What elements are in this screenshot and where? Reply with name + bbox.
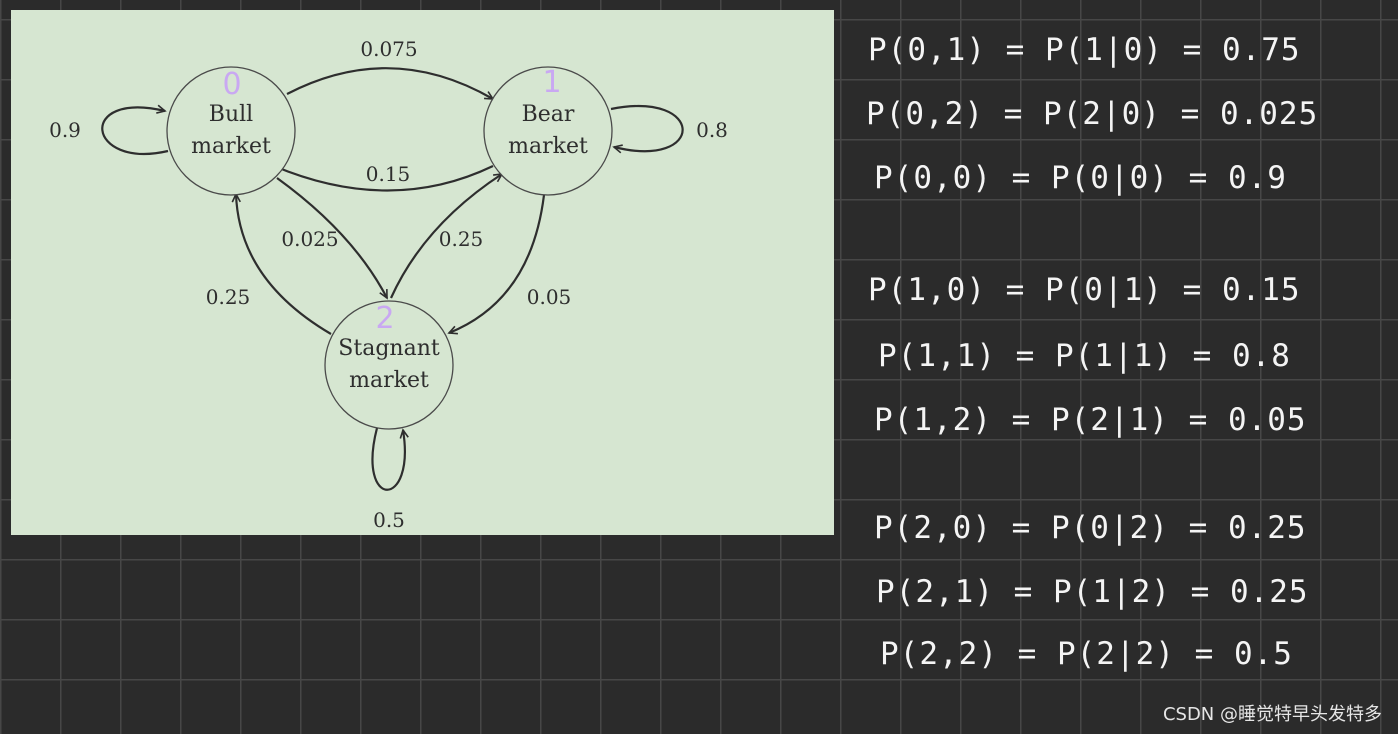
node-bull-market: Bull market 0 bbox=[166, 66, 296, 196]
note-line-p02: P(0,2) = P(2|0) = 0.025 bbox=[866, 96, 1319, 132]
note-line-p10: P(1,0) = P(0|1) = 0.15 bbox=[868, 272, 1301, 308]
node-bear-line2: market bbox=[508, 134, 588, 159]
edge-bull-to-bull bbox=[101, 104, 169, 156]
edge-stagnant-to-bull bbox=[231, 192, 332, 335]
node-stagnant-line2: market bbox=[349, 368, 429, 393]
note-line-p22: P(2,2) = P(2|2) = 0.5 bbox=[880, 636, 1293, 672]
node-bear-line1: Bear bbox=[522, 102, 575, 127]
note-line-p12: P(1,2) = P(2|1) = 0.05 bbox=[874, 402, 1307, 438]
node-bull-index: 0 bbox=[222, 67, 241, 102]
note-line-p11: P(1,1) = P(1|1) = 0.8 bbox=[878, 338, 1291, 374]
edge-label-bear-bull: 0.15 bbox=[366, 162, 411, 186]
markov-chain-diagram: Bull market 0 Bear market 1 Stagnant mar… bbox=[11, 10, 834, 535]
node-bull-line2: market bbox=[191, 134, 271, 159]
diagram-canvas: Bull market 0 Bear market 1 Stagnant mar… bbox=[49, 37, 728, 532]
node-bear-market: Bear market 1 bbox=[483, 65, 613, 196]
note-line-p01: P(0,1) = P(1|0) = 0.75 bbox=[868, 32, 1301, 68]
edge-stagnant-to-stagnant bbox=[371, 427, 409, 491]
edge-label-bear-stagnant: 0.05 bbox=[527, 285, 572, 309]
edge-label-stagnant-stagnant: 0.5 bbox=[373, 508, 405, 532]
edge-label-bull-bull: 0.9 bbox=[49, 118, 81, 142]
edge-bull-to-stagnant bbox=[276, 177, 388, 300]
node-bear-index: 1 bbox=[542, 65, 561, 100]
node-stagnant-index: 2 bbox=[375, 301, 394, 336]
edge-bear-to-stagnant bbox=[447, 194, 546, 335]
node-stagnant-market: Stagnant market 2 bbox=[324, 300, 454, 430]
note-line-p21: P(2,1) = P(1|2) = 0.25 bbox=[876, 574, 1309, 610]
edge-stagnant-to-bear bbox=[389, 173, 504, 299]
node-bull-line1: Bull bbox=[209, 102, 253, 127]
edge-label-stagnant-bull: 0.25 bbox=[206, 285, 251, 309]
edge-bear-to-bull bbox=[272, 164, 494, 192]
edge-label-bull-bear: 0.075 bbox=[360, 37, 417, 61]
csdn-watermark: CSDN @睡觉特早头发特多 bbox=[1162, 704, 1382, 725]
edge-label-stagnant-bear: 0.25 bbox=[439, 227, 484, 251]
node-stagnant-line1: Stagnant bbox=[338, 336, 440, 361]
note-line-p00: P(0,0) = P(0|0) = 0.9 bbox=[874, 160, 1287, 196]
edge-bear-to-bear bbox=[610, 104, 684, 154]
edge-label-bull-stagnant: 0.025 bbox=[281, 227, 338, 251]
edge-label-bear-bear: 0.8 bbox=[696, 118, 728, 142]
edge-bull-to-bear bbox=[286, 67, 495, 100]
note-line-p20: P(2,0) = P(0|2) = 0.25 bbox=[874, 510, 1307, 546]
